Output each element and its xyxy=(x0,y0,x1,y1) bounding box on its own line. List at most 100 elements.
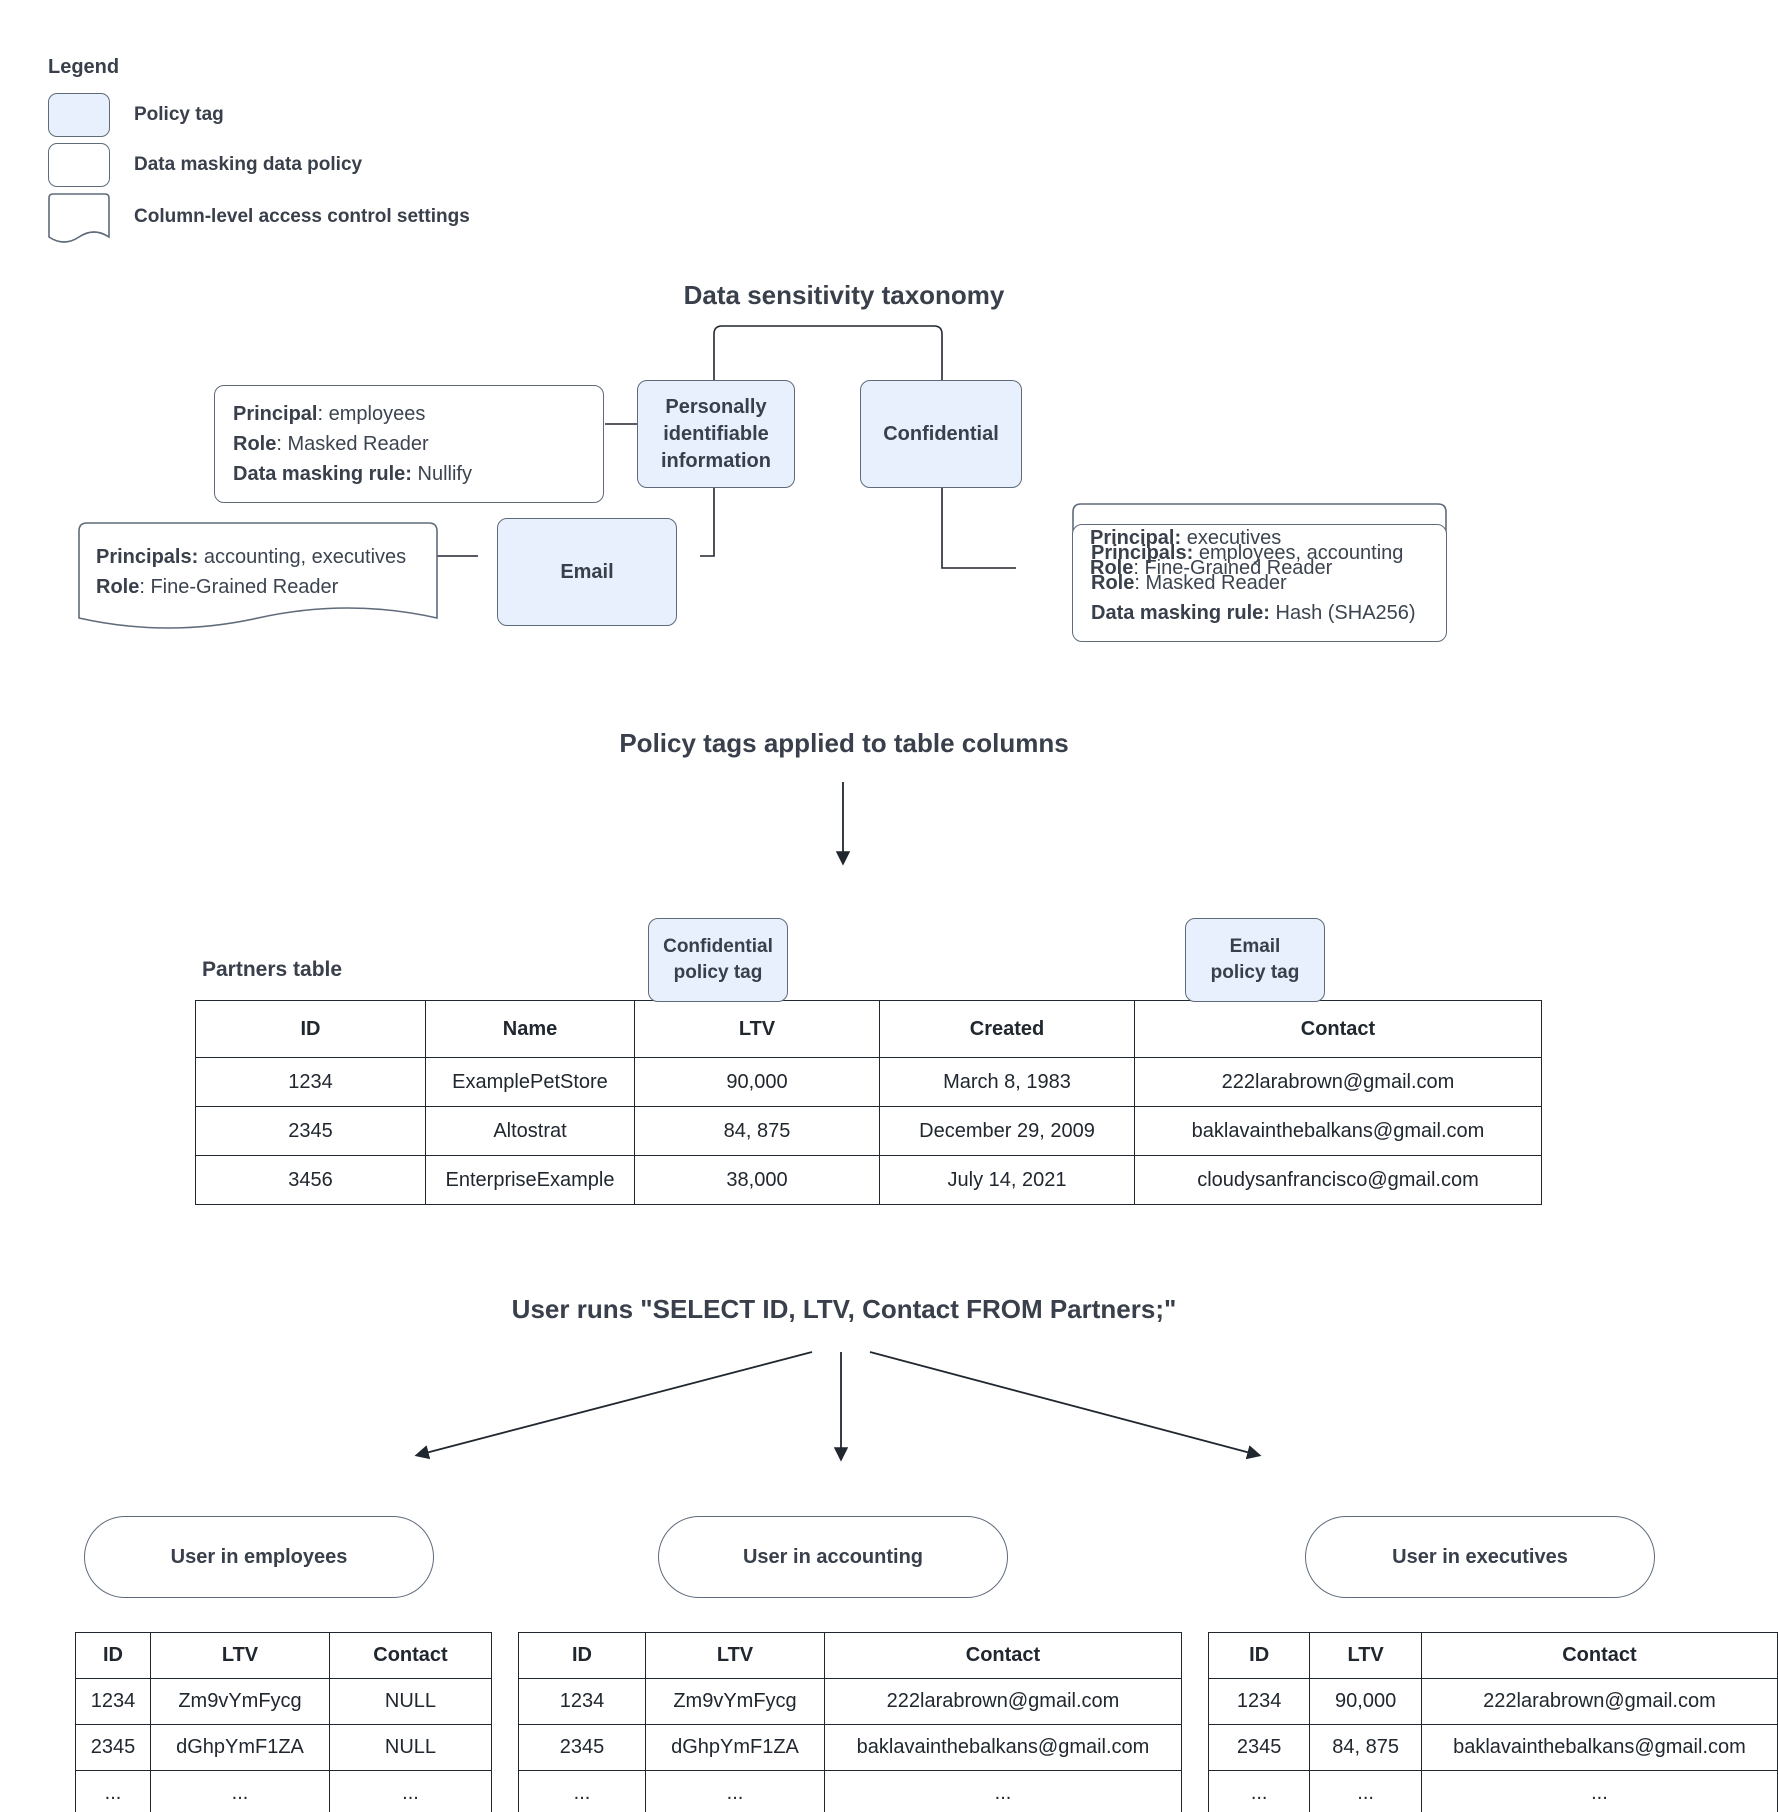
column-header-ltv: LTV xyxy=(1309,1632,1422,1679)
cell-contact: ... xyxy=(824,1770,1182,1812)
partners-table: ID Name LTV Created Contact 1234 Example… xyxy=(195,1000,1542,1205)
cell-contact: cloudysanfrancisco@gmail.com xyxy=(1134,1155,1542,1205)
data-masking-policy-pii: Principal: employees Role: Masked Reader… xyxy=(214,385,604,503)
cell-id: 2345 xyxy=(75,1724,151,1771)
column-access-swatch-icon xyxy=(48,193,110,243)
badge-line-2: policy tag xyxy=(1210,962,1300,983)
table-row: ... ... ... xyxy=(75,1770,492,1812)
table-row: ... ... ... xyxy=(518,1770,1182,1812)
persona-label: User in employees xyxy=(170,1545,348,1568)
cell-id: 3456 xyxy=(195,1155,426,1205)
policy-line-principals: Principals: accounting, executives xyxy=(96,546,407,568)
cell-id: 1234 xyxy=(1207,1678,1311,1725)
legend-item-data-masking: Data masking data policy xyxy=(48,143,470,187)
cell-id: ... xyxy=(1207,1770,1311,1812)
policy-tag-badge-confidential[interactable]: Confidential policy tag xyxy=(648,918,788,1002)
persona-user-in-executives[interactable]: User in executives xyxy=(1305,1516,1655,1598)
cell-created: December 29, 2009 xyxy=(879,1106,1135,1156)
applied-down-arrow-icon xyxy=(835,782,851,866)
table-row: 1234 Zm9vYmFycg NULL xyxy=(75,1678,492,1725)
column-header-id: ID xyxy=(518,1632,646,1679)
column-header-ltv: LTV xyxy=(150,1632,330,1679)
table-row: 2345 dGhpYmF1ZA NULL xyxy=(75,1724,492,1771)
cell-ltv: ... xyxy=(150,1770,330,1812)
table-header-row: ID LTV Contact xyxy=(518,1632,1182,1679)
policy-text: Principals: accounting, executives Role:… xyxy=(96,542,406,602)
persona-user-in-accounting[interactable]: User in accounting xyxy=(658,1516,1008,1598)
cell-id: 2345 xyxy=(195,1106,426,1156)
policy-tag-node-confidential[interactable]: Confidential xyxy=(860,380,1022,488)
legend: Legend Policy tag Data masking data poli… xyxy=(48,56,470,243)
cell-contact: NULL xyxy=(329,1678,492,1725)
legend-item-label: Policy tag xyxy=(134,104,224,125)
policy-text: Principal: employees Role: Masked Reader… xyxy=(233,399,472,489)
cell-ltv: ... xyxy=(1309,1770,1422,1812)
table-row: ... ... ... xyxy=(1207,1770,1778,1812)
persona-label: User in accounting xyxy=(742,1545,924,1568)
policy-tag-node-pii[interactable]: Personally identifiable information xyxy=(637,380,795,488)
policy-line-role: Role: Fine-Grained Reader xyxy=(1090,557,1333,579)
cell-ltv: ... xyxy=(645,1770,825,1812)
cell-ltv: Zm9vYmFycg xyxy=(150,1678,330,1725)
column-header-contact: Contact xyxy=(1420,1632,1778,1679)
column-header-contact: Contact xyxy=(1134,1000,1542,1058)
cell-contact: NULL xyxy=(329,1724,492,1771)
cell-contact: baklavainthebalkans@gmail.com xyxy=(1420,1724,1778,1771)
query-section-title: User runs "SELECT ID, LTV, Contact FROM … xyxy=(511,1294,1177,1324)
policy-tag-badge-email[interactable]: Email policy tag xyxy=(1185,918,1325,1002)
table-row: 1234 90,000 222larabrown@gmail.com xyxy=(1207,1678,1778,1725)
table-header-row: ID Name LTV Created Contact xyxy=(195,1000,1542,1058)
table-header-row: ID LTV Contact xyxy=(1207,1632,1778,1679)
column-header-ltv: LTV xyxy=(634,1000,880,1058)
cell-contact: 222larabrown@gmail.com xyxy=(1420,1678,1778,1725)
policy-line-role: Role: Masked Reader xyxy=(1091,572,1287,594)
column-header-id: ID xyxy=(1207,1632,1311,1679)
result-table-executives: ID LTV Contact 1234 90,000 222larabrown@… xyxy=(1207,1632,1778,1812)
email-tag-label: Email xyxy=(560,560,614,583)
partners-table-label: Partners table xyxy=(202,958,343,981)
cell-contact: ... xyxy=(329,1770,492,1812)
cell-id: 1234 xyxy=(75,1678,151,1725)
cell-created: March 8, 1983 xyxy=(879,1057,1135,1107)
policy-line-role: Role: Masked Reader xyxy=(233,433,429,455)
cell-id: ... xyxy=(518,1770,646,1812)
cell-contact: baklavainthebalkans@gmail.com xyxy=(824,1724,1182,1771)
cell-contact: ... xyxy=(1420,1770,1778,1812)
column-header-id: ID xyxy=(75,1632,151,1679)
policy-line-principal: Principal: executives xyxy=(1090,527,1282,549)
legend-item-label: Column-level access control settings xyxy=(134,206,470,227)
table-header-row: ID LTV Contact xyxy=(75,1632,492,1679)
cell-created: July 14, 2021 xyxy=(879,1155,1135,1205)
badge-line-2: policy tag xyxy=(673,962,763,983)
data-masking-policy-confidential: Principals: employees, accounting Role: … xyxy=(1072,524,1447,642)
policy-tag-swatch-icon xyxy=(48,93,110,137)
column-header-id: ID xyxy=(195,1000,426,1058)
column-header-contact: Contact xyxy=(329,1632,492,1679)
policy-line-principals: Principals: employees, accounting xyxy=(1091,542,1404,564)
result-table-employees: ID LTV Contact 1234 Zm9vYmFycg NULL 2345… xyxy=(75,1632,492,1812)
column-header-ltv: LTV xyxy=(645,1632,825,1679)
legend-item-policy-tag: Policy tag xyxy=(48,93,470,137)
column-header-created: Created xyxy=(879,1000,1135,1058)
data-masking-swatch-icon xyxy=(48,143,110,187)
table-row: 2345 84, 875 baklavainthebalkans@gmail.c… xyxy=(1207,1724,1778,1771)
cell-contact: 222larabrown@gmail.com xyxy=(824,1678,1182,1725)
badge-line-1: Confidential xyxy=(663,936,773,958)
cell-ltv: 38,000 xyxy=(634,1155,880,1205)
cell-ltv: dGhpYmF1ZA xyxy=(150,1724,330,1771)
applied-section-title: Policy tags applied to table columns xyxy=(619,728,1069,758)
cell-name: EnterpriseExample xyxy=(425,1155,635,1205)
taxonomy-section-title: Data sensitivity taxonomy xyxy=(683,280,1005,310)
policy-tag-node-email[interactable]: Email xyxy=(497,518,677,626)
pii-tag-label: Personally identifiable information xyxy=(661,395,771,472)
policy-line-rule: Data masking rule: Nullify xyxy=(233,463,472,485)
persona-user-in-employees[interactable]: User in employees xyxy=(84,1516,434,1598)
policy-line-principal: Principal: employees xyxy=(233,403,426,425)
confidential-tag-label: Confidential xyxy=(883,422,999,445)
cell-name: Altostrat xyxy=(425,1106,635,1156)
cell-id: 2345 xyxy=(1207,1724,1311,1771)
cell-id: 1234 xyxy=(518,1678,646,1725)
table-row: 3456 EnterpriseExample 38,000 July 14, 2… xyxy=(195,1155,1542,1205)
